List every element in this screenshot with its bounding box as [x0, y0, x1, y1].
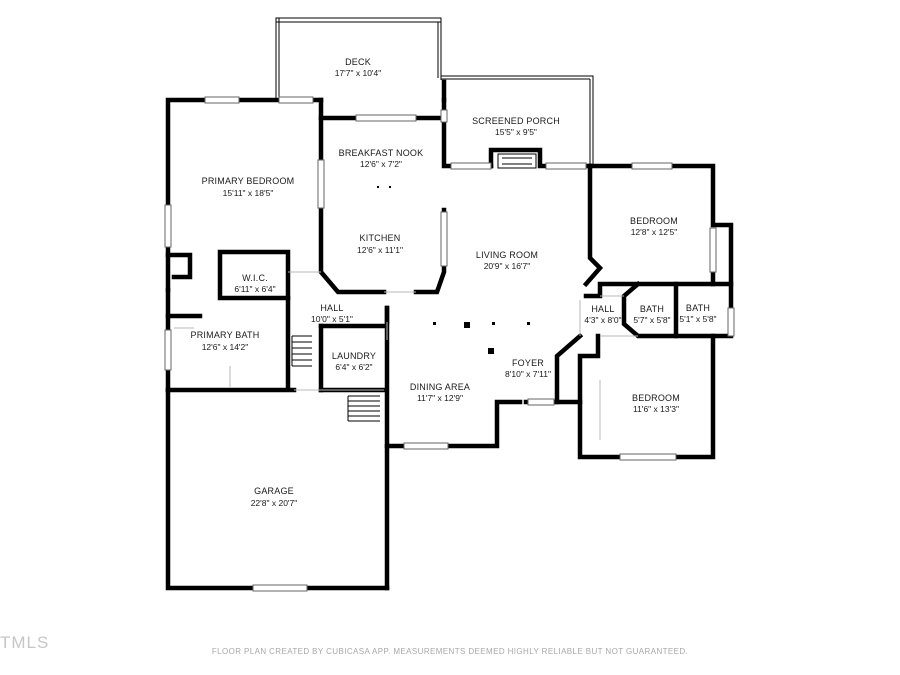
room-dims-laundry: 6'4" x 6'2" — [335, 362, 372, 372]
room-label-deck: DECK — [345, 57, 371, 67]
room-label-bedroom-1: BEDROOM — [630, 216, 678, 226]
room-dims-bath-1: 5'7" x 5'8" — [633, 315, 670, 325]
room-label-hall-1: HALL — [320, 303, 343, 313]
room-dims-bath-2: 5'1" x 5'8" — [679, 314, 716, 324]
room-label-bath-2: BATH — [686, 303, 710, 313]
room-dims-bedroom-2: 11'6" x 13'3" — [633, 404, 679, 414]
room-dims-primary-bedroom: 15'11" x 18'5" — [223, 188, 274, 198]
room-dims-screened-porch: 15'5" x 9'5" — [495, 127, 537, 137]
room-label-kitchen: KITCHEN — [360, 233, 401, 243]
room-label-dining-area: DINING AREA — [410, 382, 470, 392]
room-label-hall-2: HALL — [591, 304, 614, 314]
room-dims-kitchen: 12'6" x 11'1" — [357, 245, 403, 255]
room-dims-wic: 6'11" x 6'4" — [234, 284, 275, 294]
room-label-laundry: LAUNDRY — [332, 351, 376, 361]
room-label-screened-porch: SCREENED PORCH — [472, 116, 560, 126]
footer-disclaimer: FLOOR PLAN CREATED BY CUBICASA APP. MEAS… — [211, 647, 689, 656]
fixtures — [377, 186, 530, 354]
screened-porch-outline — [441, 75, 594, 166]
room-dims-bedroom-1: 12'8" x 12'5" — [631, 227, 678, 237]
room-dims-foyer: 8'10" x 7'11" — [505, 369, 551, 379]
openings — [174, 271, 638, 440]
room-dims-hall-2: 4'3" x 8'0" — [584, 315, 621, 325]
room-dims-dining-area: 11'7" x 12'9" — [417, 393, 463, 403]
room-dims-breakfast-nook: 12'6" x 7'2" — [360, 159, 402, 169]
room-dims-hall-1: 10'0" x 5'1" — [311, 314, 353, 324]
windows — [164, 96, 735, 592]
stairs-hall — [291, 335, 312, 367]
room-label-bath-1: BATH — [640, 304, 664, 314]
room-label-living-room: LIVING ROOM — [476, 250, 538, 260]
room-label-garage: GARAGE — [254, 486, 294, 496]
room-labels: DECK 17'7" x 10'4" SCREENED PORCH 15'5" … — [191, 57, 717, 508]
room-dims-living-room: 20'9" x 16'7" — [484, 261, 531, 271]
fireplace — [497, 153, 537, 169]
room-label-foyer: FOYER — [512, 358, 544, 368]
exterior-walls — [165, 97, 734, 591]
room-label-primary-bath: PRIMARY BATH — [191, 330, 260, 340]
room-label-primary-bedroom: PRIMARY BEDROOM — [202, 176, 295, 186]
room-dims-garage: 22'8" x 20'7" — [251, 498, 298, 508]
room-label-breakfast-nook: BREAKFAST NOOK — [339, 148, 424, 158]
room-dims-primary-bath: 12'6" x 14'2" — [202, 342, 249, 352]
room-label-bedroom-2: BEDROOM — [632, 393, 680, 403]
brand-watermark: TMLS — [0, 633, 50, 652]
deck-outline — [275, 17, 442, 98]
room-label-wic: W.I.C. — [242, 273, 268, 283]
room-dims-deck: 17'7" x 10'4" — [335, 68, 382, 78]
stairs-laundry — [347, 395, 380, 422]
